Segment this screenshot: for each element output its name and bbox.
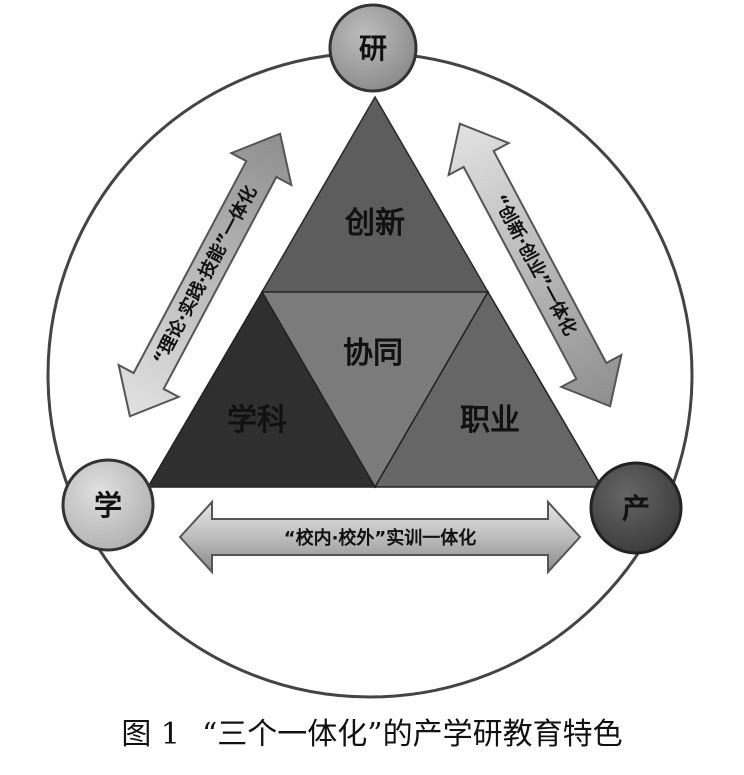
node-right: 产: [589, 461, 683, 555]
triangle-right-section: [373, 290, 604, 488]
triangle-top-label: 创新: [344, 206, 405, 241]
figure-title: “三个一体化”的产学研教育特色: [201, 717, 623, 752]
figure-number: 图 1: [121, 717, 180, 752]
bottom-double-arrow: “校内·校外”实训一体化: [178, 499, 582, 575]
node-top-label: 研: [359, 32, 387, 65]
triangle-left-section: [146, 290, 377, 488]
figure-caption: 图 1 “三个一体化”的产学研教育特色: [0, 710, 744, 760]
bottom-arrow-label: “校内·校外”实训一体化: [284, 527, 477, 549]
node-top: 研: [328, 3, 418, 93]
triangle-left-label: 学科: [227, 403, 287, 438]
node-left: 学: [61, 458, 155, 552]
diagram-canvas: “理论·实践·技能”一体化 “创新·创业”一体化 “校内·校外”实训一体化 研 …: [46, 3, 694, 699]
triangle-right-label: 职业: [460, 403, 520, 438]
node-right-label: 产: [622, 492, 650, 525]
node-left-label: 学: [94, 489, 122, 522]
triangle-center-label: 协同: [343, 336, 403, 371]
